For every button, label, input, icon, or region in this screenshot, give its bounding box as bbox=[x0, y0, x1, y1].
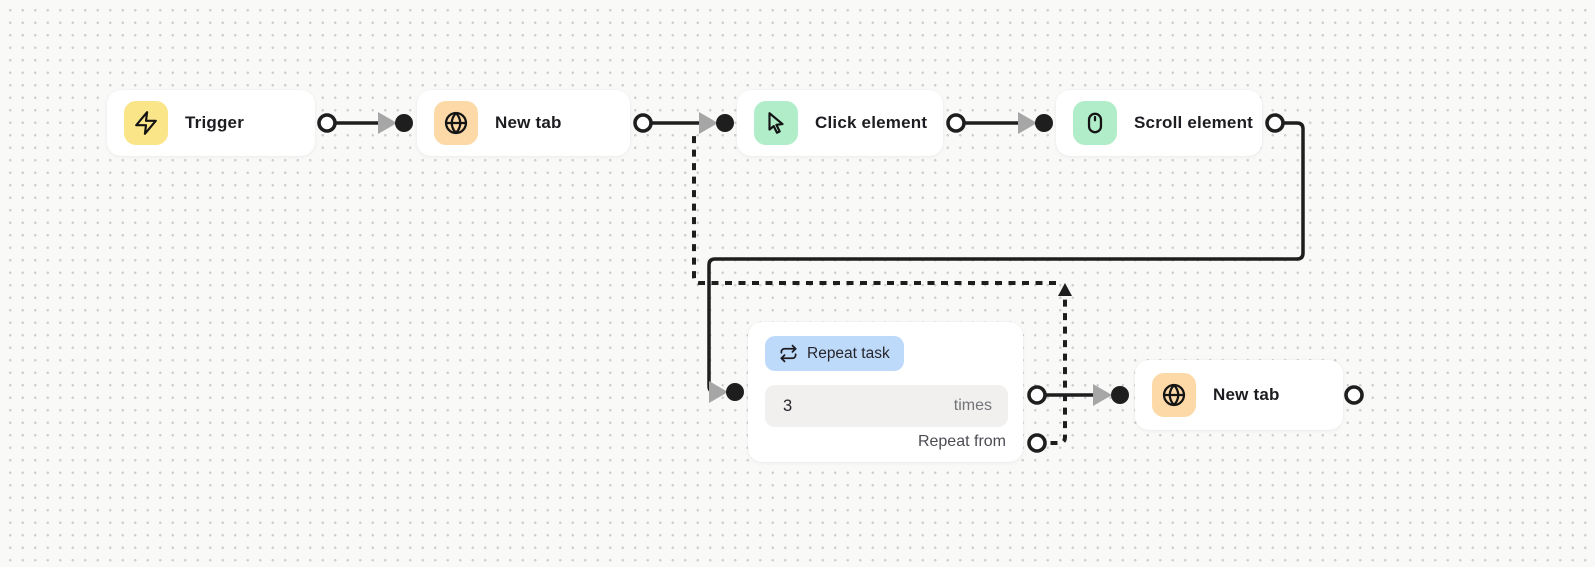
port-output-repeat-from[interactable] bbox=[1027, 433, 1047, 453]
times-suffix-label: times bbox=[953, 397, 992, 414]
repeat-times-input[interactable] bbox=[767, 396, 903, 416]
cursor-icon bbox=[754, 101, 798, 145]
port-output-new-tab-2[interactable] bbox=[1344, 385, 1364, 405]
port-output-scroll-element[interactable] bbox=[1265, 113, 1285, 133]
repeat-times-field[interactable]: times bbox=[765, 385, 1008, 427]
edge-arrowhead-icon bbox=[1093, 384, 1112, 406]
repeat-badge-label: Repeat task bbox=[807, 344, 890, 362]
port-input-click-element[interactable] bbox=[716, 114, 734, 132]
edge-arrowhead-icon bbox=[378, 112, 397, 134]
node-label: Click element bbox=[815, 113, 928, 132]
port-input-new-tab-2[interactable] bbox=[1111, 386, 1129, 404]
port-input-repeat-task[interactable] bbox=[726, 383, 744, 401]
node-label: New tab bbox=[495, 113, 562, 132]
node-label: Trigger bbox=[185, 113, 245, 132]
port-output-trigger[interactable] bbox=[317, 113, 337, 133]
repeat-task-badge[interactable]: Repeat task bbox=[765, 336, 904, 371]
node-click-element[interactable]: Click element bbox=[737, 90, 943, 156]
port-output-new-tab-1[interactable] bbox=[633, 113, 653, 133]
globe-icon bbox=[1152, 373, 1196, 417]
zap-icon bbox=[124, 101, 168, 145]
repeat-from-row: Repeat from bbox=[765, 427, 1007, 457]
globe-icon bbox=[434, 101, 478, 145]
node-repeat-task[interactable]: Repeat task times Repeat from bbox=[748, 322, 1023, 462]
repeat-from-label: Repeat from bbox=[917, 433, 1006, 450]
dashed-edge-up-arrowhead-icon bbox=[1058, 283, 1072, 296]
port-input-scroll-element[interactable] bbox=[1035, 114, 1053, 132]
mouse-icon bbox=[1073, 101, 1117, 145]
node-trigger[interactable]: Trigger bbox=[107, 90, 315, 156]
edge-repeat-from-segment-right[interactable] bbox=[1037, 294, 1067, 445]
node-label: Scroll element bbox=[1134, 113, 1254, 132]
node-new-tab-2[interactable]: New tab bbox=[1135, 360, 1343, 430]
edge-arrowhead-icon bbox=[699, 112, 718, 134]
edge-arrowhead-icon bbox=[709, 381, 728, 403]
node-scroll-element[interactable]: Scroll element bbox=[1056, 90, 1262, 156]
node-label: New tab bbox=[1213, 385, 1280, 404]
edge-arrowhead-icon bbox=[1018, 112, 1037, 134]
repeat-icon bbox=[779, 344, 798, 363]
port-output-click-element[interactable] bbox=[946, 113, 966, 133]
node-new-tab-1[interactable]: New tab bbox=[417, 90, 630, 156]
port-output-repeat-task[interactable] bbox=[1027, 385, 1047, 405]
port-input-new-tab-1[interactable] bbox=[395, 114, 413, 132]
